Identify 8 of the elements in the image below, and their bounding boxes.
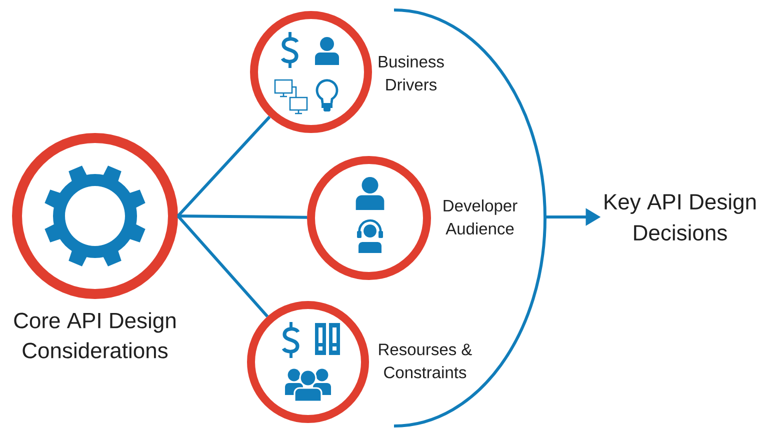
connector-line xyxy=(176,116,271,218)
connector-line xyxy=(178,214,308,219)
node-label: Core API Design Considerations xyxy=(14,312,176,358)
node-label: Developer Audience xyxy=(444,199,518,235)
node-label: Key API Design Decisions xyxy=(604,193,756,241)
node-label: Resourses & Constraints xyxy=(379,344,472,378)
connector-line xyxy=(176,215,269,318)
node-label: Business Drivers xyxy=(378,55,444,91)
